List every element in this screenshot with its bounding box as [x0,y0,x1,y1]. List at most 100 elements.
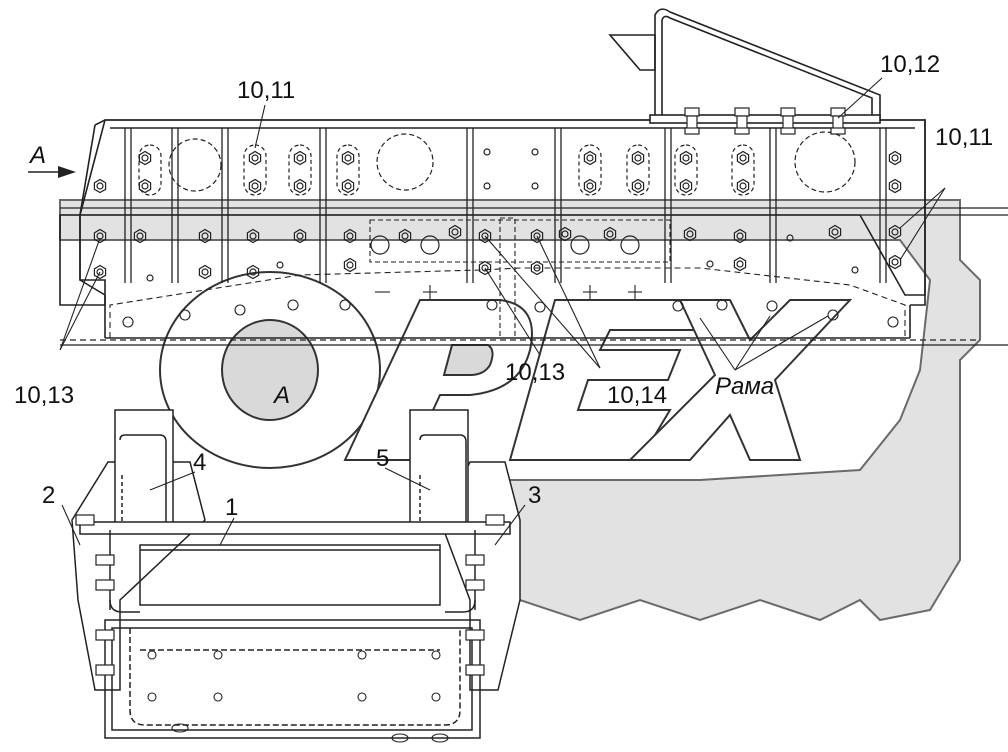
bolt-center [296,232,304,240]
small-hole [483,182,491,190]
bolt-hex [198,264,212,280]
section-nut [465,664,485,676]
bolt-hex [888,224,902,240]
plate-hole [339,299,351,311]
dashed-circle [376,133,434,191]
bolt-hex [679,150,693,166]
callout-10-12: 10,12 [880,51,940,78]
bolt-center [686,230,694,238]
bolt-center [739,154,747,162]
round-hole [370,235,390,255]
bolt-hex [246,228,260,244]
plate-hole [534,301,546,313]
callout-10-11-right: 10,11 [935,124,993,151]
bolt-hex [733,256,747,272]
bolt-hex [341,150,355,166]
bolt-center [251,154,259,162]
plate-hole [672,300,684,312]
channel-hole [213,692,223,702]
callout-10-13-left: 10,13 [14,382,74,409]
plate-hole [827,309,839,321]
plate-hole [287,299,299,311]
handle-nut [684,107,700,117]
handle-nut [780,107,796,117]
bolt-center [136,232,144,240]
bolt-heads [93,148,902,282]
part-1-label: 1 [225,494,238,521]
round-hole [620,235,640,255]
part-3-label: 3 [528,482,541,509]
channel-slot [391,733,409,743]
dashed-circle [794,131,856,193]
bolt-center [201,268,209,276]
bolt-center [634,154,642,162]
bolt-hex [603,226,617,242]
section-nut [75,514,95,526]
part-4-label: 4 [193,449,206,476]
part-5-label: 5 [376,445,389,472]
bolt-hex [558,226,572,242]
bolt-hex [530,260,544,276]
round-hole [570,235,590,255]
bolt-center [141,182,149,190]
channel-slot [171,723,189,733]
bolt-center [891,182,899,190]
channel-hole [147,650,157,660]
slot-hole [336,144,360,196]
small-hole [483,148,491,156]
watermark-gear [59,199,981,622]
section-nut [95,579,115,591]
leader-lines [59,77,946,546]
channel-hole [147,692,157,702]
bolt-center [481,232,489,240]
plate-hole [179,309,191,321]
handle-nut [830,127,846,135]
bolt-center [344,182,352,190]
small-hole [851,266,859,274]
bolt-hex [138,150,152,166]
plate-hole [234,304,246,316]
bolt-hex [888,178,902,194]
bolt-center [346,232,354,240]
plate-hole [122,316,134,328]
handle-bracket [608,8,881,124]
bolt-hex [398,228,412,244]
part-2-label: 2 [42,482,55,509]
bolt-hex [248,178,262,194]
handle-nut [734,127,750,135]
bolt-center [201,232,209,240]
bolt-hex [133,228,147,244]
bolt-hex [138,178,152,194]
small-hole [531,182,539,190]
bolt-hex [448,224,462,240]
handle-nut [734,107,750,117]
callout-10-13-center: 10,13 [505,359,565,386]
bolt-center [451,228,459,236]
bolt-center [561,230,569,238]
slot-hole [626,144,650,196]
callout-10-14: 10,14 [607,382,667,409]
slot-hole [138,144,162,196]
view-arrow [28,166,76,178]
bolt-center [831,228,839,236]
bolt-center [736,232,744,240]
dashed-circle [168,138,222,192]
slot-hole [731,144,755,196]
watermark-letter-o [159,271,381,469]
bolt-hex [343,228,357,244]
bolt-center [401,232,409,240]
section-bolts [75,514,505,676]
bolt-center [606,230,614,238]
section-nut [465,554,485,566]
bolt-hex [736,150,750,166]
small-hole [146,274,154,282]
center-profile [499,217,516,339]
channel-hole [431,650,441,660]
bolt-hex [293,228,307,244]
slot-hole [674,144,698,196]
bolt-center [249,268,257,276]
bolt-center [251,182,259,190]
small-hole [531,148,539,156]
